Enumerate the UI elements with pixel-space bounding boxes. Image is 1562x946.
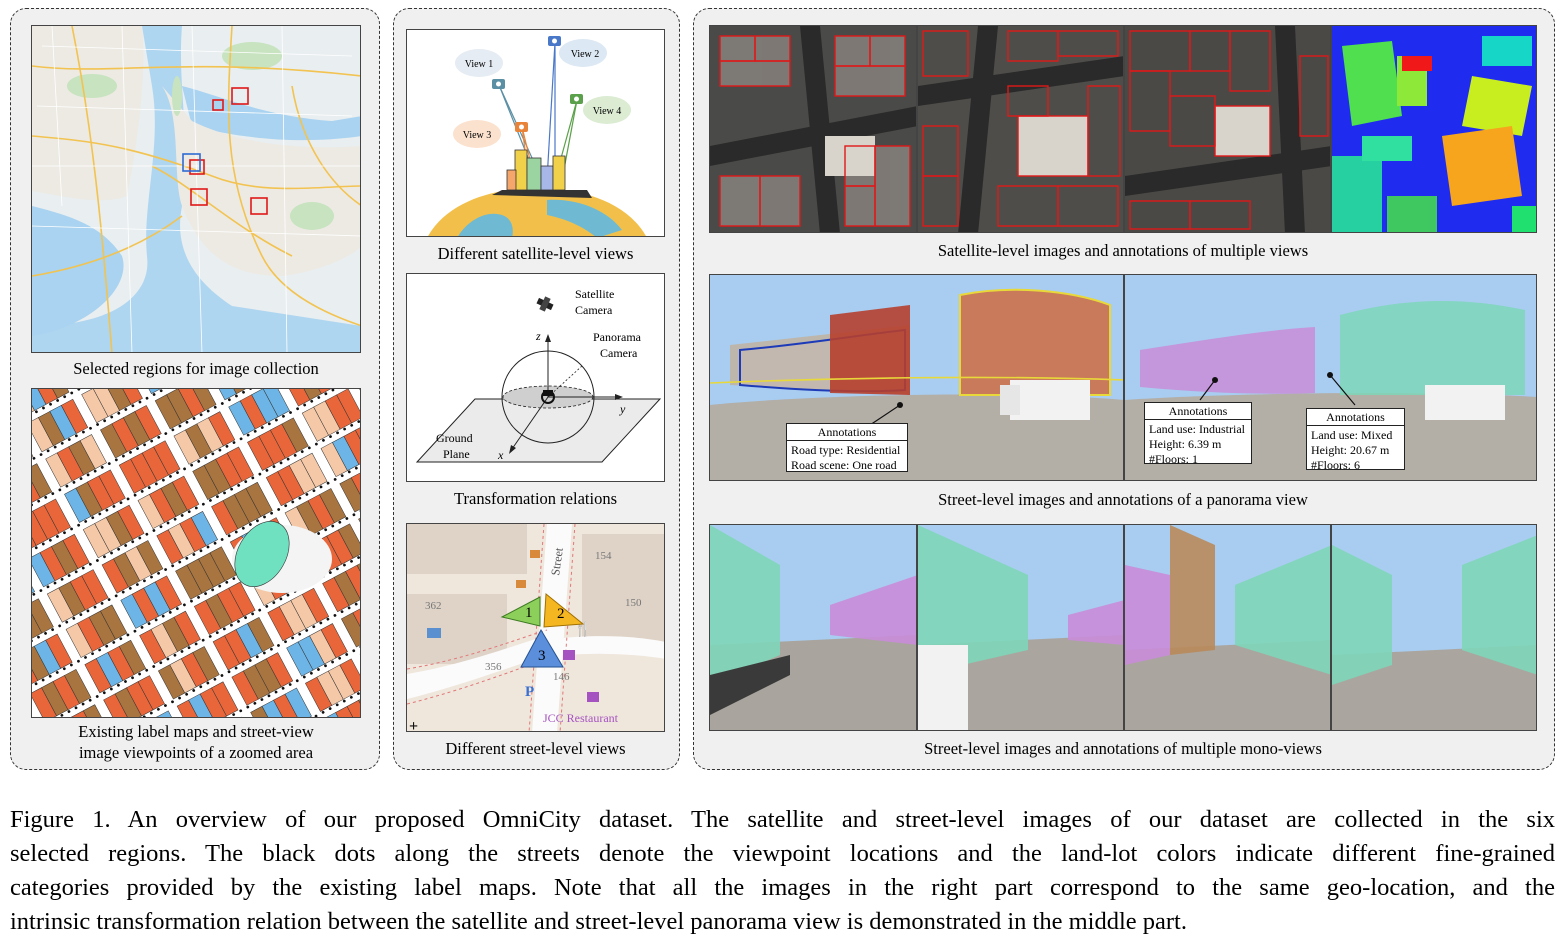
figure-caption: Figure 1. An overview of our proposed Om… [10, 803, 1555, 939]
street-views-map: Street 154 362 150 356 146 JCC Restauran… [406, 523, 665, 732]
satellite-views-caption: Different satellite-level views [437, 244, 634, 263]
mono-view-4 [1331, 524, 1537, 731]
map-number-150: 150 [625, 597, 642, 609]
satellite-label-2: Camera [575, 303, 613, 317]
mono-view-1 [709, 524, 917, 731]
satellite-views-illustration: View 1 View 2 View 3 View 4 [406, 29, 665, 237]
annotation-industrial-title: Annotations [1145, 404, 1251, 420]
map-caption: Selected regions for image collection [73, 359, 319, 378]
figure-caption-line1: Figure 1. An overview of our proposed Om… [10, 806, 1555, 833]
panorama-label-2: Camera [600, 346, 638, 360]
satellite-icon [536, 296, 554, 312]
ground-label-2: Plane [443, 447, 470, 461]
view-label-2: View 2 [571, 49, 600, 60]
map-number-356: 356 [485, 661, 502, 673]
axis-x-label: x [497, 448, 504, 462]
annotation-mixed: Annotations Land use: Mixed Height: 20.6… [1306, 408, 1405, 472]
panorama-label-1: Panorama [593, 330, 642, 344]
ground-label-1: Ground [436, 431, 473, 445]
annotation-mixed-title: Annotations [1307, 410, 1404, 426]
satellite-annotation-map [1331, 25, 1537, 233]
mono-view-3 [1124, 524, 1331, 731]
axis-y-label: y [619, 402, 626, 416]
mono-view-2 [917, 524, 1124, 731]
axis-z-label: z [535, 329, 541, 343]
svg-text:+: + [409, 718, 418, 732]
zoom-plus-icon: + [409, 718, 418, 732]
svg-text:P: P [525, 684, 534, 700]
label-map-caption-line1: Existing label maps and street-view [78, 722, 314, 741]
annotation-road-line1: Road type: Residential [791, 443, 901, 457]
label-map [31, 388, 361, 718]
street-label: Street [548, 546, 566, 576]
figure-caption-line4: intrinsic transformation relation betwee… [10, 908, 1187, 935]
annotation-road-title: Annotations [787, 425, 907, 441]
view-label-1: View 1 [465, 59, 494, 70]
panorama-image-left [709, 274, 1124, 481]
camera-icon [492, 36, 583, 132]
annotation-industrial: Annotations Land use: Industrial Height:… [1144, 402, 1252, 466]
view-label-3: View 3 [463, 130, 492, 141]
street-views-caption: Different street-level views [445, 739, 626, 758]
annotation-industrial-line3: #Floors: 1 [1149, 452, 1199, 466]
annotation-industrial-line2: Height: 6.39 m [1149, 437, 1222, 451]
figure-caption-line2: selected regions. The black dots along t… [10, 840, 1555, 867]
transformation-caption: Transformation relations [454, 489, 617, 508]
svg-text:🍴: 🍴 [574, 621, 591, 638]
satellite-image-1 [709, 25, 917, 233]
annotation-road-line2: Road scene: One road [791, 458, 897, 472]
annotation-mixed-line3: #Floors: 6 [1311, 458, 1361, 472]
satellite-caption: Satellite-level images and annotations o… [937, 241, 1309, 260]
transformation-illustration: Satellite Camera Panorama Camera Ground … [406, 273, 665, 482]
satellite-label-1: Satellite [575, 287, 614, 301]
shop-icon [587, 692, 599, 702]
shirt-icon [563, 650, 575, 660]
nyc-region-map [31, 25, 361, 353]
mono-caption: Street-level images and annotations of m… [924, 739, 1322, 758]
viewpoint-marker-3: 3 [538, 648, 546, 664]
parking-icon: P [525, 684, 534, 700]
cafe-icon [516, 550, 540, 588]
annotation-mixed-line1: Land use: Mixed [1311, 428, 1393, 442]
map-number-146: 146 [553, 671, 570, 683]
satellite-image-2 [917, 25, 1124, 233]
map-number-362: 362 [425, 600, 442, 612]
satellite-image-3 [1124, 25, 1331, 233]
label-map-caption-line2: image viewpoints of a zoomed area [78, 743, 314, 762]
annotation-mixed-line2: Height: 20.67 m [1311, 443, 1390, 457]
annotation-industrial-line1: Land use: Industrial [1149, 422, 1245, 436]
map-number-154: 154 [595, 550, 612, 562]
annotation-road: Annotations Road type: Residential Road … [786, 423, 908, 472]
panorama-caption: Street-level images and annotations of a… [938, 490, 1308, 509]
viewpoint-marker-1: 1 [525, 605, 533, 621]
figure-caption-line3: categories provided by the existing labe… [10, 874, 1555, 901]
viewpoint-marker-2: 2 [557, 606, 565, 622]
map-poi-label: JCC Restaurant [543, 711, 619, 725]
restaurant-icon: 🍴 [574, 621, 591, 638]
view-label-4: View 4 [593, 106, 622, 117]
hotel-icon [427, 628, 441, 638]
